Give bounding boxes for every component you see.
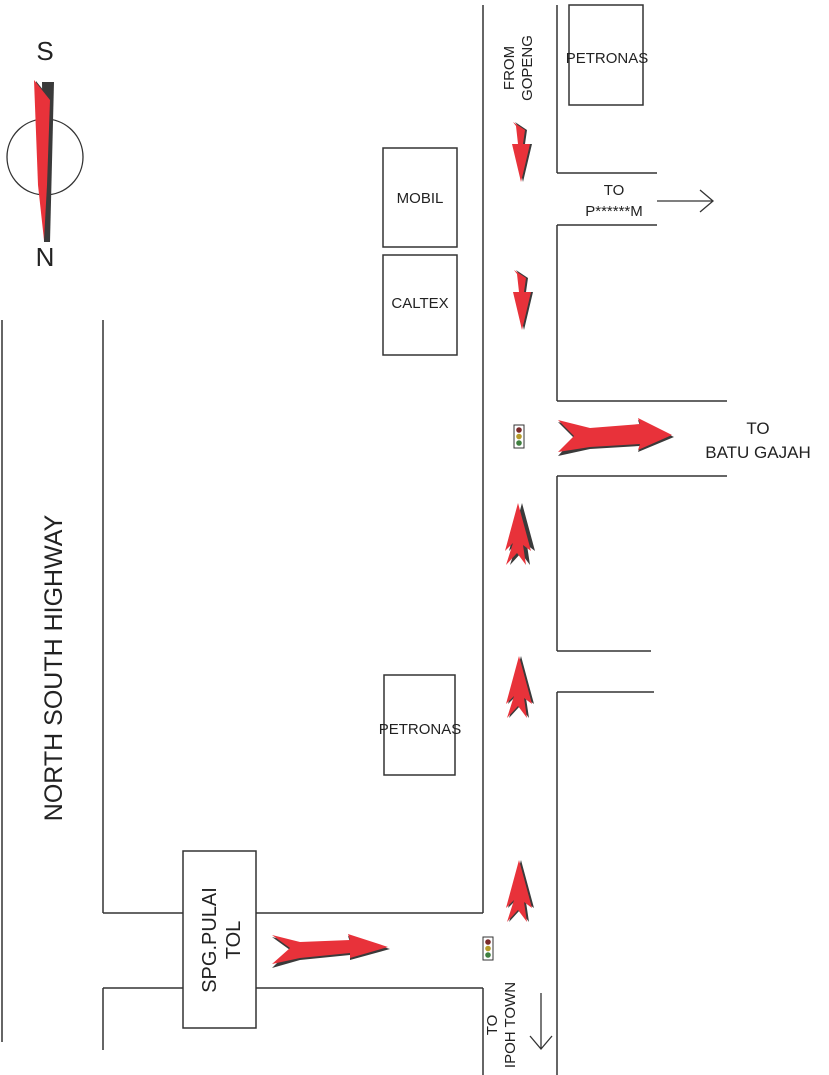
toll-plaza-box bbox=[182, 850, 257, 1029]
direction-arrow-right-toll bbox=[272, 934, 390, 968]
to-batu-line2: BATU GAJAH bbox=[705, 443, 810, 462]
to-ipoh-label: TO IPOH TOWN bbox=[484, 982, 519, 1068]
to-ipoh-line1: TO bbox=[484, 1015, 501, 1036]
from-gopeng-label: FROM GOPENG bbox=[501, 35, 536, 101]
caltex-label: CALTEX bbox=[391, 295, 448, 312]
to-pm-line2: P******M bbox=[585, 203, 643, 220]
traffic-light-icon-lower bbox=[482, 936, 494, 961]
petronas-mid-box bbox=[383, 674, 456, 776]
petronas-mid-label: PETRONAS bbox=[379, 721, 462, 738]
petronas-top-label: PETRONAS bbox=[566, 50, 649, 67]
landmarks bbox=[182, 4, 644, 1029]
petronas-top-box bbox=[568, 4, 644, 106]
from-gopeng-line1: FROM bbox=[501, 46, 518, 90]
to-pm-arrow-icon bbox=[657, 189, 715, 213]
traffic-light-icon-upper bbox=[513, 424, 525, 449]
from-gopeng-line2: GOPENG bbox=[519, 35, 536, 101]
direction-arrow-down-2 bbox=[513, 270, 533, 330]
toll-label-line2: TOL bbox=[223, 921, 245, 960]
to-batu-line1: TO bbox=[746, 419, 769, 438]
caltex-box bbox=[382, 254, 458, 356]
toll-label: SPG.PULAI TOL bbox=[199, 887, 245, 993]
direction-arrow-up-1 bbox=[505, 503, 535, 565]
to-pm-line1: TO bbox=[604, 182, 625, 199]
mobil-box bbox=[382, 147, 458, 248]
toll-label-line1: SPG.PULAI bbox=[199, 887, 221, 993]
direction-arrow-down-1 bbox=[512, 122, 532, 182]
road-lines bbox=[1, 5, 727, 1075]
highway-label: NORTH SOUTH HIGHWAY bbox=[40, 514, 68, 821]
compass-north-label: N bbox=[36, 242, 55, 272]
direction-arrow-up-2 bbox=[506, 656, 534, 718]
compass-icon bbox=[6, 80, 84, 242]
mobil-label: MOBIL bbox=[397, 190, 444, 207]
direction-arrow-up-3 bbox=[506, 860, 534, 922]
to-ipoh-line2: IPOH TOWN bbox=[502, 982, 519, 1068]
to-ipoh-arrow-icon bbox=[529, 993, 553, 1051]
compass-south-label: S bbox=[36, 36, 53, 66]
direction-arrow-right-batu bbox=[558, 418, 674, 456]
